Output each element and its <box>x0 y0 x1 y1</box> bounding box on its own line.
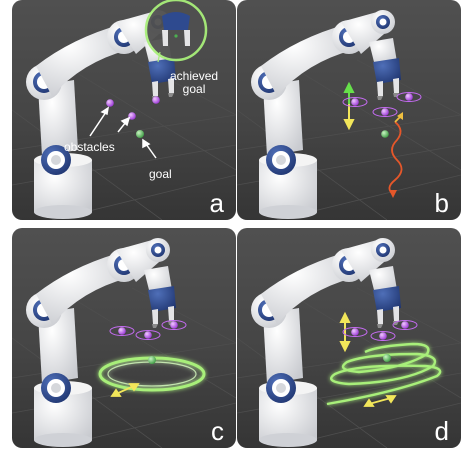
direction-arrow <box>363 395 397 407</box>
zoom-inset <box>144 0 208 62</box>
panel-c-scene <box>12 228 236 448</box>
panel-a-scene <box>12 0 236 220</box>
panel-d: d <box>237 228 461 448</box>
goal-ball <box>148 356 156 364</box>
obstacle <box>152 96 160 104</box>
obstacles-label: obstacles <box>64 140 115 154</box>
direction-arrow <box>110 383 140 397</box>
goal-label: goal <box>149 167 172 181</box>
goal-ball <box>383 354 391 362</box>
annotation-arrows <box>89 106 157 159</box>
vertical-motion-arrow <box>343 104 355 131</box>
vertical-motion-arrow <box>343 81 355 104</box>
panel-letter: d <box>434 416 449 446</box>
obstacle <box>128 112 136 120</box>
panel-a: achieved goal obstacles goal a <box>12 0 236 220</box>
vertical-motion-arrow <box>339 311 351 353</box>
goal-spiral-trajectory <box>326 342 442 406</box>
goal-ball <box>381 130 389 138</box>
goal-ball <box>136 130 144 138</box>
panel-d-scene <box>237 228 461 448</box>
obstacle <box>106 99 114 107</box>
achieved-goal-label: achieved goal <box>170 69 219 96</box>
panel-b-scene <box>237 0 461 220</box>
panel-c: c <box>12 228 236 448</box>
goal-trajectory <box>388 121 403 195</box>
panel-letter: c <box>211 416 224 446</box>
panel-b: b <box>237 0 461 220</box>
panel-letter: b <box>434 188 449 218</box>
panel-letter: a <box>209 188 224 218</box>
